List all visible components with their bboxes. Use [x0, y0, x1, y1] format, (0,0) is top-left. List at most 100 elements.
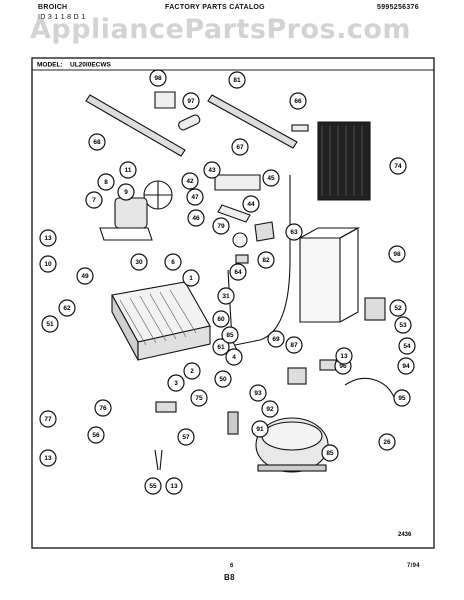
- callout-51: 51: [41, 315, 59, 333]
- callout-number: 9: [124, 189, 128, 196]
- callout-number: 13: [44, 455, 52, 462]
- callout-circle: [285, 336, 303, 354]
- callout-circle: [119, 161, 137, 179]
- callout-circle: [212, 338, 230, 356]
- callout-circle: [228, 71, 246, 89]
- callout-number: 26: [383, 439, 391, 446]
- callout-49: 49: [76, 267, 94, 285]
- callout-66: 66: [289, 92, 307, 110]
- thermostat: [232, 232, 248, 248]
- callout-2: 2: [183, 362, 201, 380]
- callout-circle: [117, 183, 135, 201]
- small-bracket: [217, 204, 251, 223]
- callout-56: 56: [87, 426, 105, 444]
- catalog-title: FACTORY PARTS CATALOG: [165, 4, 265, 11]
- callout-number: 62: [63, 305, 71, 312]
- callout-number: 77: [44, 416, 52, 423]
- callout-number: 53: [399, 322, 407, 329]
- top-rail-left: [85, 94, 186, 157]
- callout-number: 91: [256, 426, 264, 433]
- parts-drawing: [85, 91, 396, 473]
- callout-31: 31: [217, 287, 235, 305]
- callout-circle: [267, 330, 285, 348]
- callout-circle: [217, 287, 235, 305]
- callout-circle: [183, 362, 201, 380]
- callout-circle: [94, 399, 112, 417]
- callout-circle: [285, 223, 303, 241]
- callout-number: 74: [394, 163, 402, 170]
- callout-circle: [164, 253, 182, 271]
- callout-number: 98: [393, 251, 401, 258]
- callout-circle: [393, 389, 411, 407]
- callout-11: 11: [119, 161, 137, 179]
- callout-69: 69: [267, 330, 285, 348]
- callout-circle: [182, 269, 200, 287]
- tube-part: [178, 114, 201, 131]
- overload: [319, 359, 337, 371]
- callout-number: 93: [254, 390, 262, 397]
- callout-number: 47: [191, 194, 199, 201]
- callout-circle: [76, 267, 94, 285]
- clip-part: [291, 124, 309, 132]
- valve-part: [154, 91, 176, 109]
- callout-number: 85: [226, 332, 234, 339]
- callout-circle: [378, 433, 396, 451]
- callout-circle: [242, 195, 260, 213]
- motor-bracket: [99, 227, 153, 241]
- callout-95: 95: [393, 389, 411, 407]
- callout-circle: [394, 316, 412, 334]
- callout-circle: [321, 444, 339, 462]
- cabinet-box: [299, 237, 341, 323]
- callout-13: 13: [165, 477, 183, 495]
- fan-blade-lines: [144, 181, 172, 209]
- drawing-number: 2436: [398, 532, 412, 538]
- diagram-frame: [31, 57, 435, 549]
- callout-number: 69: [272, 336, 280, 343]
- grommet-stack: [227, 411, 239, 435]
- knob: [235, 254, 249, 264]
- callout-circle: [398, 337, 416, 355]
- callout-number: 55: [149, 483, 157, 490]
- callout-98: 98: [388, 245, 406, 263]
- callout-circle: [182, 92, 200, 110]
- switch-box: [364, 297, 386, 321]
- callout-52: 52: [389, 299, 407, 317]
- callout-94: 94: [397, 357, 415, 375]
- callout-number: 95: [398, 395, 406, 402]
- callout-number: 43: [208, 167, 216, 174]
- callout-number: 63: [290, 229, 298, 236]
- callout-93: 93: [249, 384, 267, 402]
- callout-circle: [130, 253, 148, 271]
- callout-circle: [221, 326, 239, 344]
- callout-number: 45: [267, 175, 275, 182]
- callout-number: 64: [234, 269, 242, 276]
- callout-number: 85: [326, 450, 334, 457]
- callout-number: 82: [262, 257, 270, 264]
- callout-64: 64: [229, 263, 247, 281]
- callout-74: 74: [389, 157, 407, 175]
- callout-number: 94: [402, 363, 410, 370]
- callout-number: 92: [266, 406, 274, 413]
- power-cord: [344, 377, 396, 401]
- callout-circle: [187, 209, 205, 227]
- callout-circle: [39, 410, 57, 428]
- callout-97: 97: [182, 92, 200, 110]
- callout-53: 53: [394, 316, 412, 334]
- callout-77: 77: [39, 410, 57, 428]
- callout-circle: [39, 449, 57, 467]
- callout-number: 66: [294, 98, 302, 105]
- mount-bracket: [214, 174, 261, 191]
- callout-75: 75: [190, 389, 208, 407]
- callout-circle: [212, 217, 230, 235]
- callout-92: 92: [261, 400, 279, 418]
- callout-number: 67: [236, 144, 244, 151]
- callout-number: 96: [339, 363, 347, 370]
- callout-47: 47: [186, 188, 204, 206]
- brand-name: BROICH: [38, 4, 68, 11]
- callout-3: 3: [167, 374, 185, 392]
- callout-number: 81: [233, 77, 241, 84]
- callout-number: 76: [99, 405, 107, 412]
- callout-54: 54: [398, 337, 416, 355]
